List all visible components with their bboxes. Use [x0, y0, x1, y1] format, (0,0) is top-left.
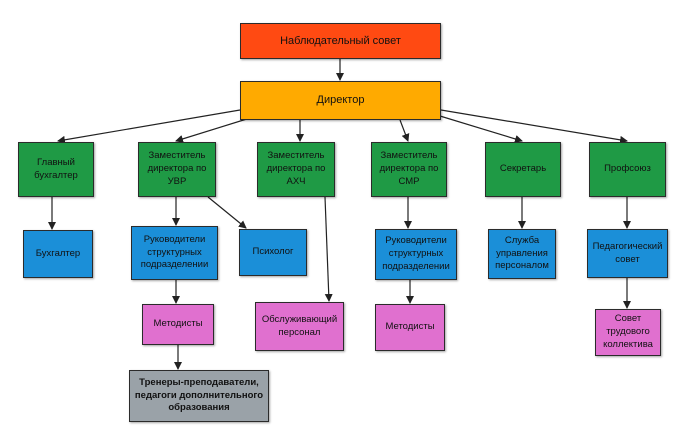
methodists-smr-node: Методисты [375, 304, 445, 351]
methodists-uvr-node: Методисты [142, 304, 214, 345]
hr-service-node: Служба управления персоналом [488, 229, 556, 279]
service-staff-node: Обслуживающий персонал [255, 302, 344, 351]
connector-director-deputy-uvr [175, 117, 251, 143]
trainers-node: Тренеры-преподаватели, педагоги дополнит… [129, 370, 269, 422]
ped-council-node: Педагогический совет [587, 229, 668, 278]
heads-smr-node: Руководители структурных подразделении [375, 229, 457, 280]
connector-director-secretary [439, 115, 523, 143]
deputy-ahch-node: Заместитель директора по АХЧ [257, 142, 335, 197]
board-node: Наблюдательный совет [240, 23, 441, 59]
connector-deputy-ahch-service-staff [324, 196, 333, 302]
union-node: Профсоюз [589, 142, 666, 197]
deputy-uvr-node: Заместитель директора по УВР [138, 142, 216, 197]
connector-director-chief-accountant [57, 109, 241, 144]
psychologist-node: Психолог [239, 229, 307, 276]
labor-council-node: Совет трудового коллектива [595, 309, 661, 356]
chief-accountant-node: Главный бухгалтер [18, 142, 94, 197]
deputy-smr-node: Заместитель директора по СМР [371, 142, 447, 197]
connector-deputy-uvr-psychologist [207, 196, 247, 229]
connector-director-union [440, 109, 628, 144]
secretary-node: Секретарь [485, 142, 561, 197]
director-node: Директор [240, 81, 441, 120]
accountant-node: Бухгалтер [23, 230, 93, 278]
heads-uvr-node: Руководители структурных подразделении [131, 226, 218, 280]
connector-director-deputy-smr [399, 119, 410, 142]
